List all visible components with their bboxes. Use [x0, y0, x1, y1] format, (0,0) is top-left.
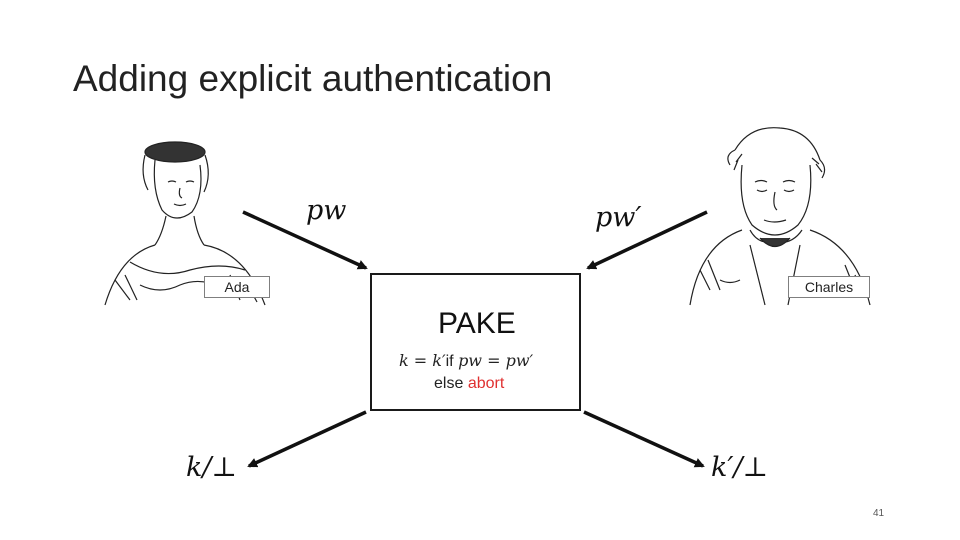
pake-cond-lhs: k = k′ — [399, 351, 446, 370]
pake-box: PAKE k = k′if pw = pw′ else abort — [370, 273, 581, 411]
ada-portrait — [104, 141, 266, 306]
arrow-pake-to-ada — [247, 410, 367, 468]
charles-input-label: pw′ — [595, 202, 642, 233]
slide-title: Adding explicit authentication — [73, 58, 553, 99]
arrow-ada-to-pake — [242, 210, 368, 270]
charles-portrait — [689, 127, 871, 306]
charles-label: Charles — [788, 276, 870, 298]
arrow-pake-to-charles — [583, 410, 705, 468]
pake-title: PAKE — [438, 307, 516, 340]
charles-output-label: k′/⊥ — [711, 452, 768, 483]
pake-cond-rhs: pw = pw′ — [458, 351, 534, 370]
ada-output-label: k/⊥ — [186, 452, 237, 483]
ada-label: Ada — [204, 276, 270, 298]
pake-cond-if: if — [445, 353, 454, 370]
pake-abort-text: abort — [467, 375, 505, 392]
pake-else-line: else abort — [434, 375, 504, 393]
arrow-charles-to-pake — [586, 210, 708, 270]
page-number: 41 — [873, 508, 885, 519]
pake-condition: k = k′if pw = pw′ — [399, 351, 533, 371]
pake-else-text: else — [434, 375, 464, 392]
ada-input-label: pw — [306, 195, 347, 226]
